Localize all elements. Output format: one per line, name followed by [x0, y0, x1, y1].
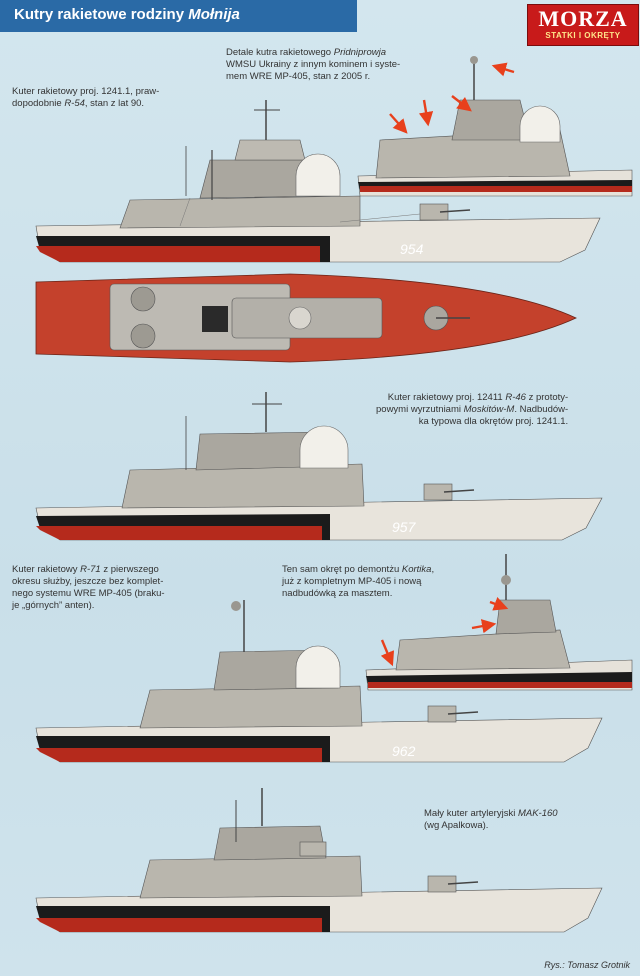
caption-ship-1-line-2-a: dopodobnie: [12, 98, 65, 109]
caption-detail-2-line-1-a: Ten sam okręt po demontżu: [282, 564, 402, 575]
hull-number-962: 962: [392, 743, 416, 759]
ship-3-profile: [35, 600, 603, 763]
hull-number-957: 957: [392, 519, 417, 535]
caption-ship-3-line-3: nego systemu WRE MP-405 (braku-: [12, 588, 165, 599]
ship-1-profile: [35, 100, 601, 263]
magazine-logo: MORZA STATKI I OKRĘTY: [527, 4, 639, 46]
caption-ship-3-line-1: Kuter rakietowy R-71 z pierwszego: [12, 564, 165, 576]
title-banner: Kutry rakietowe rodziny Mołnija: [0, 0, 357, 32]
caption-detail-2-line-3: nadbudówką za masztem.: [282, 588, 393, 599]
caption-ship-1: Kuter rakietowy proj. 1241.1, praw- dopo…: [12, 86, 159, 110]
caption-ship-1-line-2-italic: R-54: [64, 98, 85, 109]
caption-ship-4-line-1-italic: MAK-160: [517, 808, 558, 819]
caption-detail-2-line-1: Ten sam okręt po demontżu Kortika,: [282, 564, 434, 576]
caption-ship-2-line-1-a: Kuter rakietowy proj. 12411: [387, 392, 506, 403]
deck-plan-view: [35, 273, 577, 363]
caption-detail-2-line-1-italic: Kortika: [401, 564, 432, 575]
caption-ship-4-line-2: (wg Apalkowa).: [424, 820, 489, 831]
caption-ship-4: Mały kuter artyleryjski MAK-160 (wg Apal…: [424, 808, 558, 832]
caption-ship-1-line-2: dopodobnie R-54, stan z lat 90.: [12, 98, 159, 110]
caption-ship-2-line-2-b: . Nadbudów-: [514, 404, 569, 415]
caption-ship-3-line-1-a: Kuter rakietowy: [12, 564, 81, 575]
page-title: Kutry rakietowe rodziny Mołnija: [14, 6, 240, 23]
caption-detail-2-line-1-b: ,: [431, 564, 435, 575]
caption-detail-1-line-2: WMSU Ukrainy z innym kominem i syste-: [226, 59, 401, 70]
caption-detail-1-line-3: mem WRE MP-405, stan z 2005 r.: [226, 71, 371, 82]
caption-ship-2-line-1-italic: R-46: [505, 392, 526, 403]
caption-ship-2-line-1-b: z prototy-: [525, 392, 569, 403]
ship-4-profile: [35, 788, 603, 933]
caption-ship-2-line-3: ka typowa dla okrętów proj. 1241.1.: [418, 416, 569, 427]
caption-ship-4-line-1: Mały kuter artyleryjski MAK-160: [424, 808, 558, 820]
caption-detail-2: Ten sam okręt po demontżu Kortika, już z…: [282, 564, 434, 600]
caption-detail-1: Detale kutra rakietowego Pridniprowja WM…: [226, 47, 400, 83]
logo-sub-text: STATKI I OKRĘTY: [545, 31, 621, 40]
caption-ship-2-line-2-italic: Moskitów-M: [463, 404, 515, 415]
caption-ship-1-line-2-b: , stan z lat 90.: [84, 98, 145, 109]
page-title-emphasis: Mołnija: [188, 6, 240, 23]
caption-ship-2-line-2-a: powymi wyrzutniami: [376, 404, 464, 415]
caption-ship-3-line-1-italic: R-71: [80, 564, 101, 575]
caption-ship-3: Kuter rakietowy R-71 z pierwszego okresu…: [12, 564, 165, 612]
caption-ship-3-line-1-b: z pierwszego: [100, 564, 159, 575]
caption-ship-2-line-2: powymi wyrzutniami Moskitów-M. Nadbudów-: [376, 404, 568, 416]
hull-number-954: 954: [400, 241, 424, 257]
caption-detail-1-line-1-a: Detale kutra rakietowego: [226, 47, 334, 58]
caption-detail-2-line-2: już z kompletnym MP-405 i nową: [282, 576, 422, 587]
detail-2-inset: [365, 554, 633, 691]
caption-detail-1-line-1-italic: Pridniprowja: [333, 47, 387, 58]
caption-ship-3-line-4: je „górnych” anten).: [12, 600, 95, 611]
caption-detail-1-line-1: Detale kutra rakietowego Pridniprowja: [226, 47, 400, 59]
caption-ship-2: Kuter rakietowy proj. 12411 R-46 z proto…: [376, 392, 568, 428]
caption-ship-3-line-2: okresu służby, jeszcze bez komplet-: [12, 576, 164, 587]
logo-main-text: MORZA: [538, 6, 628, 31]
caption-ship-1-line-1: Kuter rakietowy proj. 1241.1, praw-: [12, 86, 160, 97]
caption-ship-2-line-1: Kuter rakietowy proj. 12411 R-46 z proto…: [376, 392, 568, 404]
illustration-credit: Rys.: Tomasz Grotnik: [544, 960, 630, 970]
ship-2-profile: [35, 392, 603, 541]
page-title-text: Kutry rakietowe rodziny: [14, 6, 189, 23]
detail-1-inset: [357, 56, 633, 197]
caption-ship-4-line-1-a: Mały kuter artyleryjski: [424, 808, 518, 819]
